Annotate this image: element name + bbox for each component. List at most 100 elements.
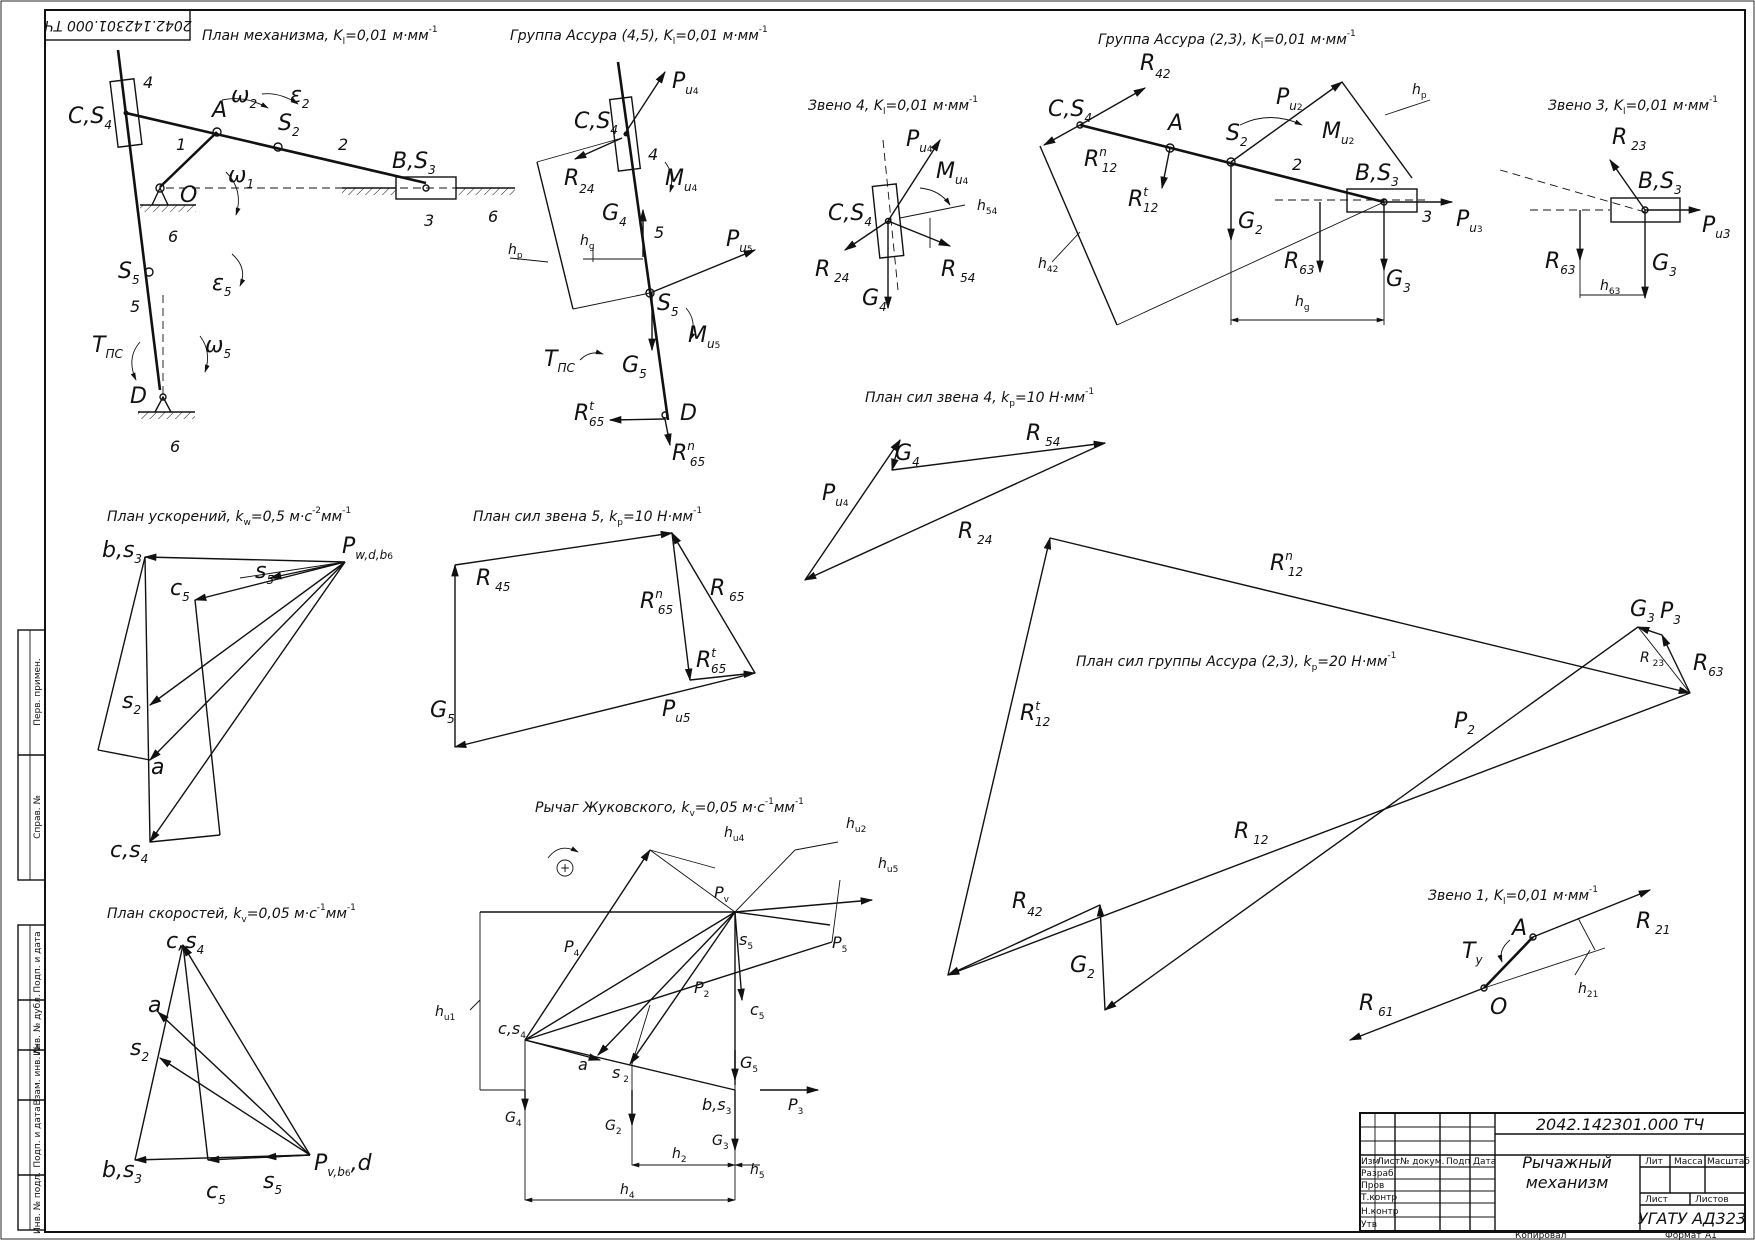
a23-slider	[1346, 188, 1418, 213]
label-mech-6b: 6	[488, 207, 498, 226]
title-block: Изм Лист № докум. Подп Дата Разраб Пров …	[1359, 1112, 1750, 1241]
tb-col-izm: Изм	[1361, 1157, 1379, 1167]
side-podp-data-1: Подп. и дата	[33, 931, 43, 992]
label-mech-o: O	[180, 183, 197, 208]
title-accel: План ускорений, kw=0,5 м·с-2мм-1	[107, 506, 351, 528]
label-z4-cs4: C,S4	[828, 201, 872, 229]
label-zh-g2: G2	[605, 1118, 622, 1137]
label-a45-pu4: Pu4	[672, 69, 699, 97]
tb-row-utv: Утв	[1361, 1220, 1377, 1230]
label-acc-a: a	[151, 755, 164, 780]
label-vel-s2: s2	[130, 1036, 149, 1064]
title-forces4: План сил звена 4, kp=10 Н·мм-1	[865, 387, 1094, 409]
tb-col-sign: Подп	[1446, 1157, 1470, 1167]
label-zh-hu5: hu5	[878, 856, 898, 875]
title-zveno1: Звено 1, Kl=0,01 м·мм-1	[1428, 885, 1598, 907]
tb-format-val: А1	[1705, 1231, 1717, 1240]
label-mech-6c: 6	[170, 437, 180, 456]
label-a23-a: A	[1166, 111, 1183, 136]
joint-s2	[273, 142, 283, 152]
label-vel-cs4: c,s4	[166, 929, 204, 957]
label-f5-r45: R 45	[476, 566, 510, 594]
label-acc-bs3: b,s3	[102, 538, 142, 566]
label-f4-pu4: Pu4	[822, 481, 849, 509]
label-a45-tpc: TПС	[544, 347, 575, 375]
label-zh-p2: P2	[694, 978, 709, 1000]
link-2	[125, 111, 427, 185]
tb-list: Лист	[1645, 1195, 1668, 1205]
label-zh-pv: Pv	[714, 883, 730, 905]
label-a23-mu2: Mu2	[1322, 119, 1354, 147]
acceleration-plan: План ускорений, kw=0,5 м·с-2мм-1 b,s3 c5…	[97, 506, 393, 866]
label-zh-h2: h2	[672, 1146, 687, 1165]
joint-a	[212, 127, 222, 137]
label-a45-hp: hp	[508, 242, 523, 261]
label-z4-mu4: Mu4	[936, 159, 969, 187]
label-zh-a: a	[578, 1055, 588, 1074]
side-podp-data-2: Подп. и дата	[33, 1106, 43, 1167]
label-zh-h4: h4	[620, 1182, 635, 1201]
label-f4-r24: R 24	[958, 519, 992, 547]
label-a23-g2: G2	[1238, 209, 1263, 237]
tb-col-doc: № докум.	[1400, 1157, 1444, 1167]
label-acc-s5: s5	[255, 559, 274, 587]
tb-listov: Листов	[1695, 1195, 1729, 1205]
label-a45-4: 4	[648, 145, 658, 164]
label-a23-hg: hg	[1295, 294, 1310, 313]
inner-frame	[44, 9, 1746, 1233]
label-z3-r63: R63	[1545, 249, 1576, 277]
label-mech-bs3: B,S3	[392, 149, 436, 177]
label-mech-s5: S5	[118, 259, 140, 287]
label-vel-a: a	[148, 993, 161, 1018]
label-z3-bs3: B,S3	[1638, 169, 1682, 197]
link-5	[116, 49, 162, 391]
label-acc-s2: s2	[122, 689, 141, 717]
label-z1-h21: h21	[1578, 981, 1598, 1000]
label-f4-r54: R 54	[1026, 421, 1060, 449]
label-a45-s5: S5	[657, 291, 679, 319]
a45-slider	[608, 96, 642, 172]
label-mech-1: 1	[176, 135, 186, 154]
label-f23-p3: P3	[1660, 599, 1681, 627]
label-vel-pv: Pv,b6,d	[314, 1151, 373, 1179]
label-zh-p4: P4	[564, 937, 580, 959]
side-sprav: Справ. №	[33, 795, 43, 839]
label-zh-p3: P3	[788, 1095, 803, 1117]
label-z4-pu4: Pu4	[906, 127, 933, 155]
label-zh-hu1: hu1	[435, 1004, 455, 1023]
label-zh-h5: h5	[750, 1162, 765, 1181]
svg-text:+: +	[560, 861, 570, 875]
label-mech-2: 2	[338, 135, 348, 154]
label-a45-g4: G4	[602, 201, 627, 229]
link-1-diagram: Звено 1, Kl=0,01 м·мм-1 A R 21 Tу h21 R …	[1348, 885, 1670, 1041]
force-plan-link-4: План сил звена 4, kp=10 Н·мм-1 Pu4 G4 R …	[803, 387, 1107, 581]
label-z3-pu3: Pu3	[1702, 213, 1731, 241]
label-vel-s5: s5	[263, 1169, 282, 1197]
label-a23-cs4: C,S4	[1048, 97, 1092, 125]
label-mech-eps5: ε5	[212, 271, 232, 299]
slider-4	[109, 78, 143, 148]
label-a23-hp: hp	[1412, 82, 1427, 101]
label-vel-bs3: b,s3	[102, 1158, 142, 1186]
side-stamp: Перв. примен. Справ. № Подп. и дата Инв.…	[17, 629, 46, 1234]
label-a23-2: 2	[1292, 155, 1302, 174]
corner-stamp-text: 2042.142301.000 ТЧ	[44, 17, 192, 33]
joint-s5	[144, 267, 154, 277]
label-mech-3: 3	[424, 211, 434, 230]
label-zh-g4: G4	[505, 1110, 522, 1129]
label-a45-cs4: C,S4	[574, 109, 618, 137]
label-a23-g3: G3	[1386, 267, 1411, 295]
label-z4-g4: G4	[862, 286, 887, 314]
label-f4-g4: G4	[895, 441, 920, 469]
label-a45-mu4: Mu4	[665, 166, 698, 194]
zhukovsky-lever: Рычаг Жуковского, kv=0,05 м·с-1мм-1 +	[435, 797, 898, 1203]
label-zh-s2: s 2	[612, 1063, 629, 1085]
label-zh-hu2: hu2	[846, 816, 866, 835]
corner-stamp: 2042.142301.000 ТЧ	[44, 9, 192, 41]
